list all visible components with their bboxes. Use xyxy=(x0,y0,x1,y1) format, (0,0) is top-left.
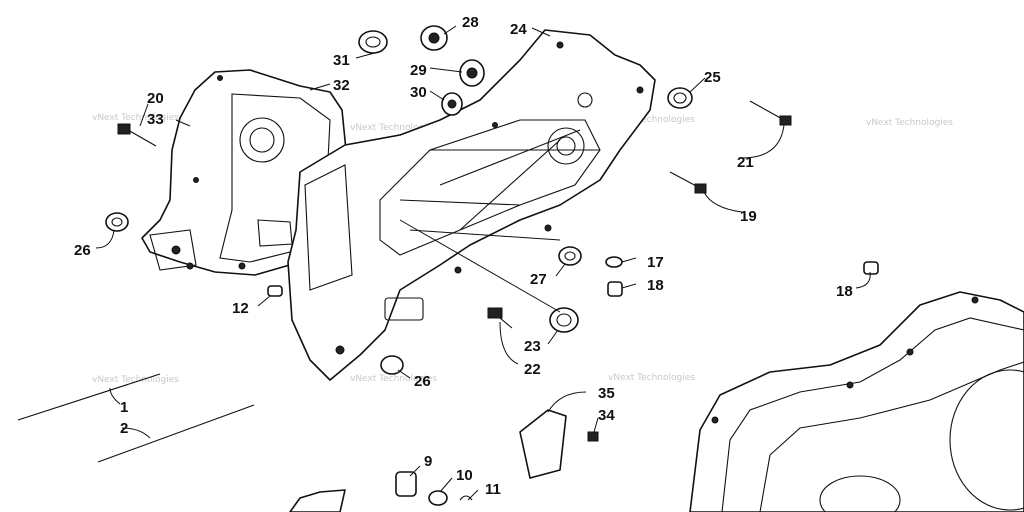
part-18-plug-right xyxy=(863,261,879,275)
callout-26-left: 26 xyxy=(74,242,91,259)
callout-32: 32 xyxy=(333,77,350,94)
watermark: vNext Technologies xyxy=(92,375,179,385)
part-1-stud xyxy=(17,373,161,421)
part-29-bearing xyxy=(459,59,485,87)
callout-31: 31 xyxy=(333,52,350,69)
callout-24: 24 xyxy=(510,21,527,38)
callout-23: 23 xyxy=(524,338,541,355)
part-9-fitting xyxy=(395,471,417,497)
watermark: vNext Technologies xyxy=(350,123,437,133)
part-34-bolt xyxy=(587,431,599,442)
leader-lines xyxy=(95,25,871,501)
part-31-seal xyxy=(358,30,388,54)
part-18-plug xyxy=(607,281,623,297)
callout-29: 29 xyxy=(410,62,427,79)
callout-22: 22 xyxy=(524,361,541,378)
callout-2: 2 xyxy=(120,420,128,437)
part-28-bearing xyxy=(420,25,448,51)
watermark: vNext Technologies xyxy=(92,113,179,123)
part-23-seal xyxy=(549,307,579,333)
callout-18-center: 18 xyxy=(647,277,664,294)
callout-33: 33 xyxy=(147,111,164,128)
callout-1: 1 xyxy=(120,399,128,416)
part-30-bearing xyxy=(441,92,463,116)
part-2-stud xyxy=(97,404,255,463)
part-10-washer xyxy=(428,490,448,506)
callout-30: 30 xyxy=(410,84,427,101)
watermark: vNext Technologies xyxy=(608,115,695,125)
part-20-bolt xyxy=(117,123,157,147)
left-crankcase-half xyxy=(141,69,347,276)
part-19-bolt xyxy=(669,171,707,194)
callout-20: 20 xyxy=(147,90,164,107)
part-26-dowel-right xyxy=(380,355,404,375)
callout-10: 10 xyxy=(456,467,473,484)
callout-19: 19 xyxy=(740,208,757,225)
right-crankcase-half xyxy=(287,29,656,381)
callout-labels: 31 28 29 30 24 32 20 33 25 21 19 26 17 1… xyxy=(74,14,853,498)
callout-21: 21 xyxy=(737,154,754,171)
part-25-bushing xyxy=(667,87,693,109)
part-11-clip xyxy=(459,495,473,501)
part-bottom-bracket xyxy=(289,489,346,512)
watermark: vNext Technologies xyxy=(350,374,437,384)
callout-28: 28 xyxy=(462,14,479,31)
clutch-cover xyxy=(689,291,1024,512)
callout-17: 17 xyxy=(647,254,664,271)
part-17-washer xyxy=(605,256,623,268)
callout-12: 12 xyxy=(232,300,249,317)
callout-27: 27 xyxy=(530,271,547,288)
callout-34: 34 xyxy=(598,407,615,424)
part-35-plate xyxy=(519,409,567,479)
watermark: vNext Technologies xyxy=(608,373,695,383)
callout-18-right: 18 xyxy=(836,283,853,300)
part-21-bolt xyxy=(749,100,792,126)
part-12-pin xyxy=(267,285,283,297)
callout-25: 25 xyxy=(704,69,721,86)
part-26-dowel-left xyxy=(105,212,129,232)
callout-11: 11 xyxy=(485,481,501,498)
callout-26-right: 26 xyxy=(414,373,431,390)
callout-35: 35 xyxy=(598,385,615,402)
watermark: vNext Technologies xyxy=(866,118,953,128)
part-22-bolt xyxy=(487,307,513,329)
part-27-bushing xyxy=(558,246,582,266)
callout-9: 9 xyxy=(424,453,432,470)
